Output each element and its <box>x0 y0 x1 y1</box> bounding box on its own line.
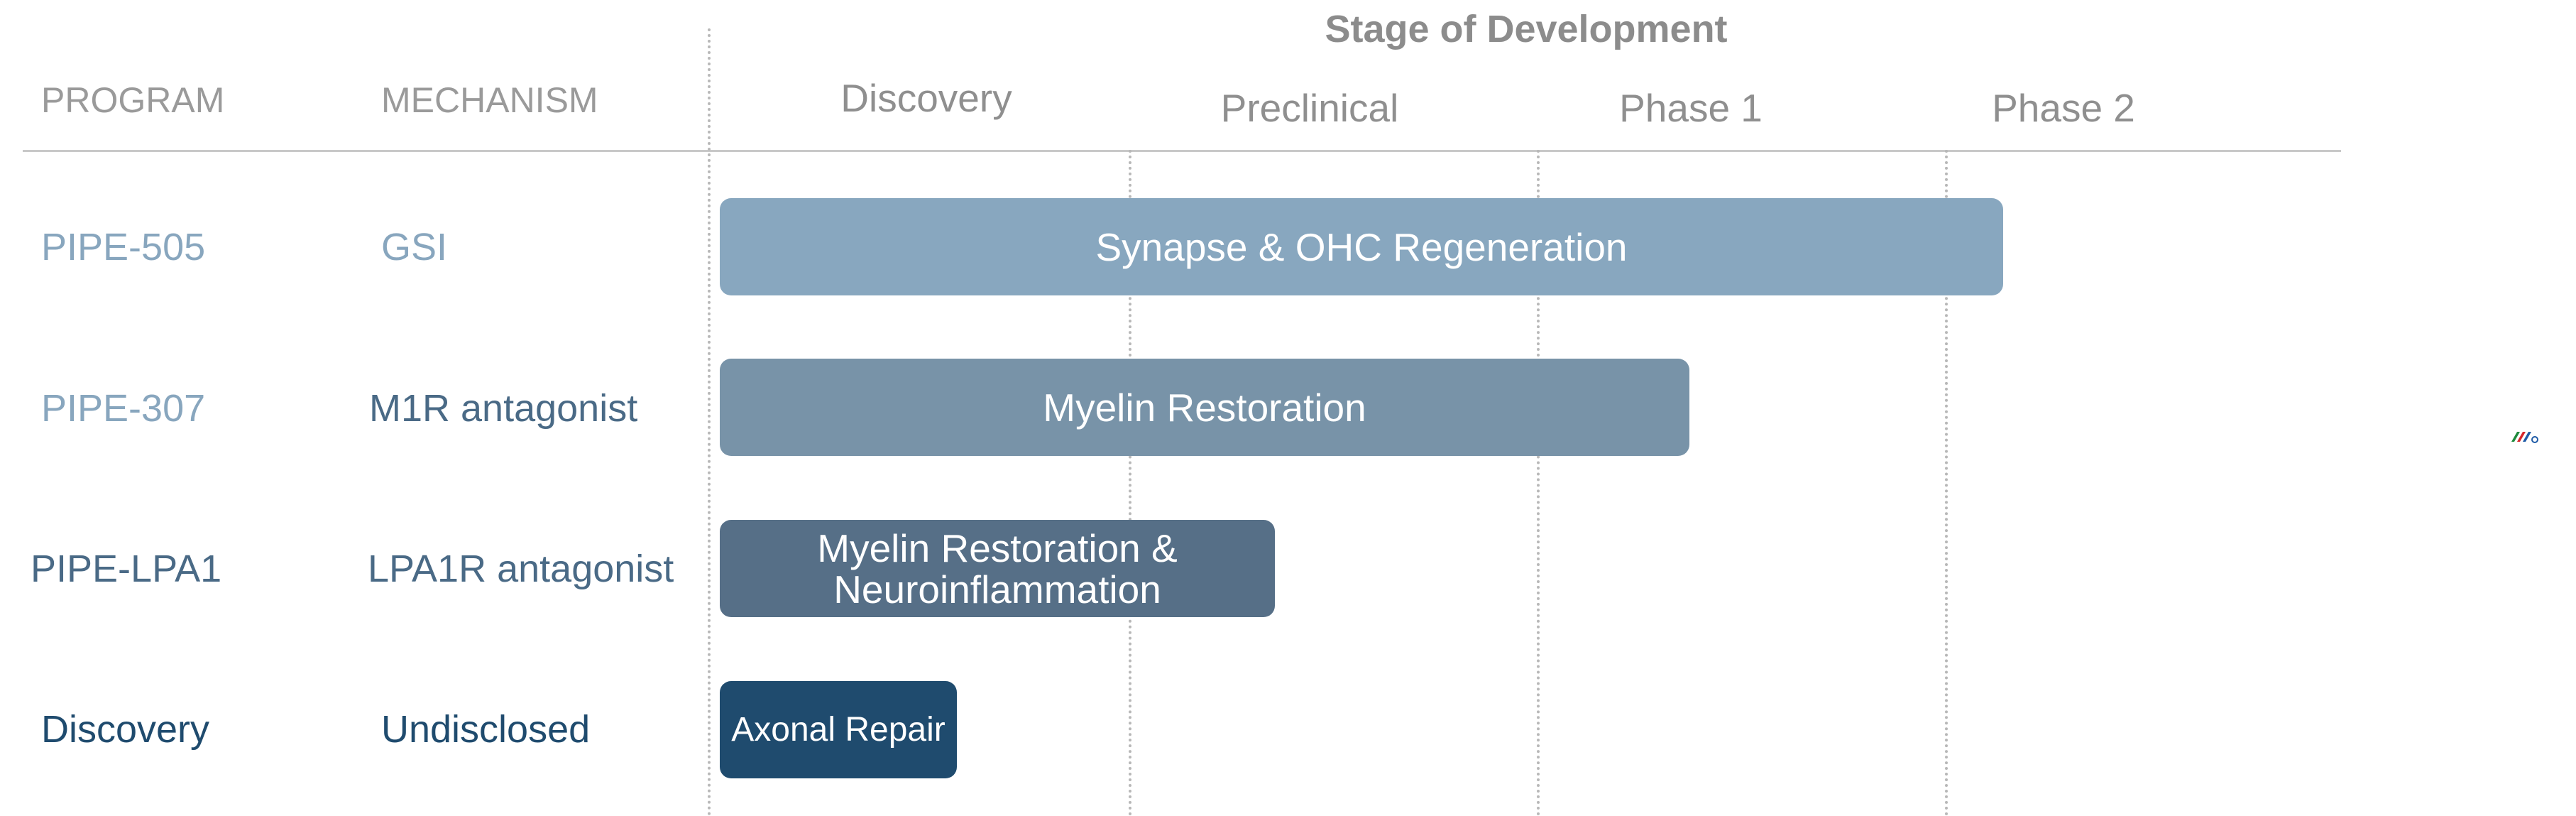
header-divider <box>23 150 2341 152</box>
mechanism-name: GSI <box>381 226 448 268</box>
stage-bar: Myelin Restoration & Neuroinflammation <box>720 520 1275 617</box>
mechanism-name: LPA1R antagonist <box>368 548 674 590</box>
phase-header-phase-1: Phase 1 <box>1619 86 1763 130</box>
stage-bar: Synapse & OHC Regeneration <box>720 198 2003 295</box>
phase-header-discovery: Discovery <box>840 76 1012 120</box>
stage-divider-phase-2 <box>1945 150 1948 816</box>
mechanism-column-header: MECHANISM <box>381 80 598 120</box>
program-name: Discovery <box>41 708 210 751</box>
mechanism-name: M1R antagonist <box>369 387 638 430</box>
mechanism-name: Undisclosed <box>381 708 591 751</box>
stage-divider-discovery-start <box>708 28 711 816</box>
program-name: PIPE-LPA1 <box>31 548 222 590</box>
phase-header-preclinical: Preclinical <box>1220 86 1399 130</box>
stage-bar-label: Synapse & OHC Regeneration <box>1095 224 1628 269</box>
stage-bar-label: Myelin Restoration <box>1043 385 1366 430</box>
stage-divider-preclinical <box>1129 150 1131 816</box>
phase-header-phase-2: Phase 2 <box>1992 86 2135 130</box>
program-name: PIPE-307 <box>41 387 206 430</box>
stage-divider-phase-1 <box>1537 150 1540 816</box>
stage-bar-label: Myelin Restoration & Neuroinflammation <box>817 526 1178 611</box>
company-logo-icon <box>2510 426 2538 447</box>
stage-bar-label: Axonal Repair <box>731 710 946 749</box>
stage-bar: Axonal Repair <box>720 681 957 778</box>
program-column-header: PROGRAM <box>41 80 225 120</box>
stage-bar: Myelin Restoration <box>720 359 1689 456</box>
stage-of-development-title: Stage of Development <box>1325 8 1728 50</box>
program-name: PIPE-505 <box>41 226 206 268</box>
